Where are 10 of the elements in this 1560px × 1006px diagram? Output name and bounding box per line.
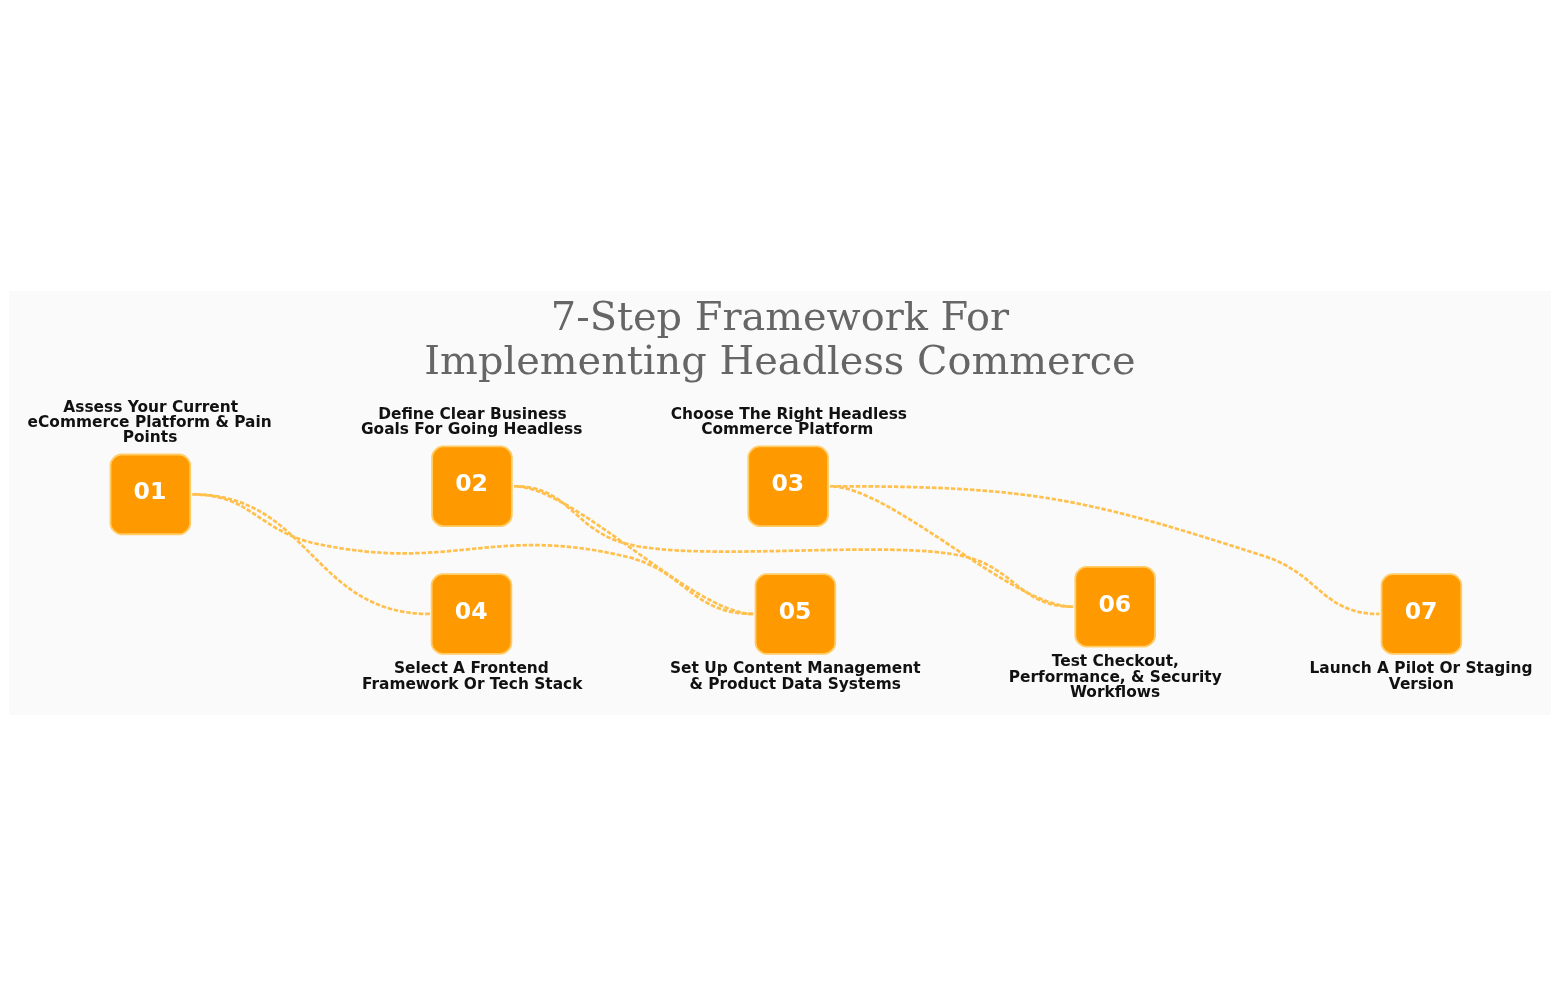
diagram-title: 7-Step Framework For Implementing Headless Commerce (424, 293, 1136, 383)
node-label: Test Checkout, Performance, & Security Workflows (1008, 652, 1222, 701)
node-label: Set Up Content Management & Product Data Systems (669, 659, 921, 693)
connector (830, 484, 1380, 616)
connector (514, 484, 1074, 609)
node-label: Choose The Right Headless Commerce Platform (670, 404, 908, 439)
node-label: Select A Frontend Framework Or Tech Stack (361, 659, 583, 693)
node-label: Launch A Pilot Or Staging Version (1309, 659, 1533, 693)
node-label: Define Clear Business Goals For Going Headless (360, 404, 583, 439)
node-label: Assess Your Current eCommerce Platform & Pain Points (27, 397, 272, 447)
